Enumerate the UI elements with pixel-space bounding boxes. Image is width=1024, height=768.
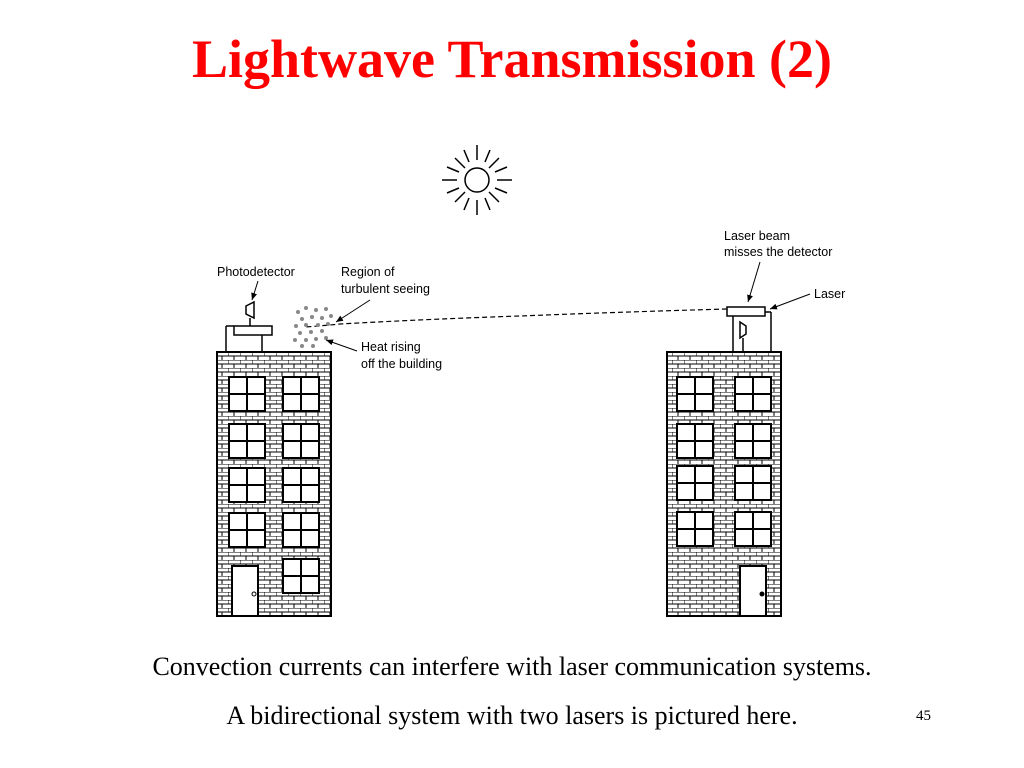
photodetector-label: Photodetector [217, 265, 295, 279]
region-label-line2: turbulent seeing [341, 282, 430, 296]
laser-pointer [769, 293, 811, 310]
caption-line-1: Convection currents can interfere with l… [152, 652, 872, 681]
right-building [666, 306, 782, 617]
heat-pointer [325, 339, 358, 352]
heat-label-line1: Heat rising [361, 340, 421, 354]
door-icon [231, 565, 259, 617]
laser-beam-label-line1: Laser beam [724, 229, 790, 243]
photodetector-icon [245, 300, 255, 326]
left-building [216, 300, 332, 617]
caption-line-2: A bidirectional system with two lasers i… [226, 701, 798, 730]
photodetector-pointer [251, 280, 259, 301]
heat-label-line2: off the building [361, 357, 442, 371]
laser-label: Laser [814, 287, 845, 301]
window-icon [228, 376, 320, 594]
page-number: 45 [916, 708, 931, 724]
region-label-line1: Region of [341, 265, 395, 279]
laser-icon [225, 325, 273, 352]
photodetector-icon [739, 320, 747, 352]
sun-icon [442, 145, 512, 215]
door-icon [739, 565, 767, 617]
laser-beam-pointer [747, 261, 761, 303]
region-pointer [335, 299, 371, 323]
slide-title: Lightwave Transmission (2) [191, 29, 833, 89]
laser-icon [726, 306, 772, 352]
laser-beam [304, 308, 728, 328]
turbulence-dots [293, 306, 333, 348]
laser-beam-label-line2: misses the detector [724, 245, 832, 259]
window-icon [676, 376, 772, 547]
